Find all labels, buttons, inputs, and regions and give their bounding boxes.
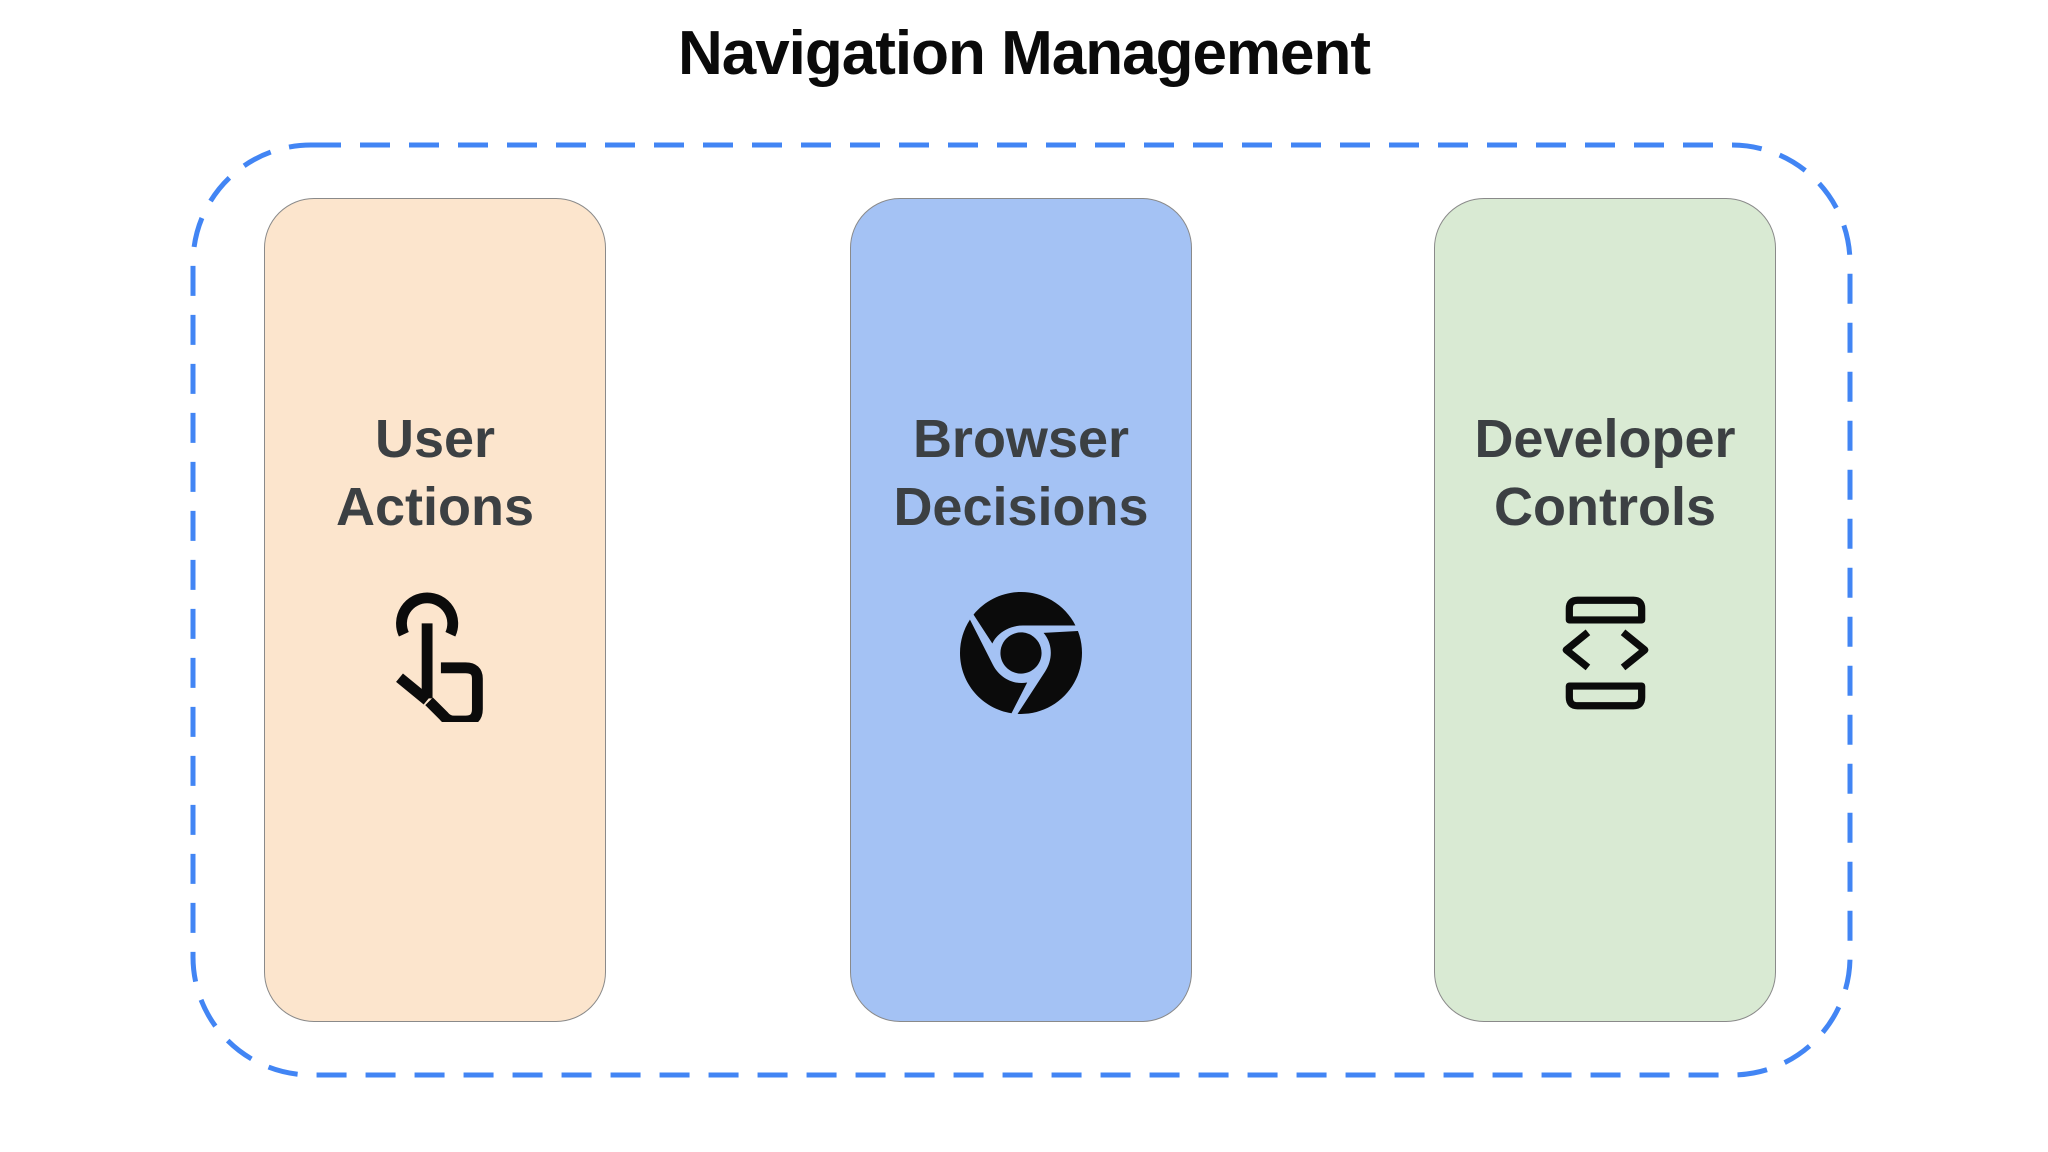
- card-browser-decisions-label: Browser Decisions: [893, 409, 1149, 537]
- chrome-icon: [960, 590, 1082, 721]
- card-developer-controls-label: Developer Controls: [1474, 409, 1736, 537]
- card-browser-decisions: Browser Decisions: [850, 198, 1192, 1022]
- touch-gesture-icon: [366, 584, 504, 727]
- card-developer-controls: Developer Controls: [1434, 198, 1776, 1022]
- page-title: Navigation Management: [677, 19, 1371, 88]
- card-user-actions: User Actions: [264, 198, 606, 1022]
- card-user-actions-label: User Actions: [335, 409, 535, 537]
- developer-mode-icon: [1559, 591, 1652, 720]
